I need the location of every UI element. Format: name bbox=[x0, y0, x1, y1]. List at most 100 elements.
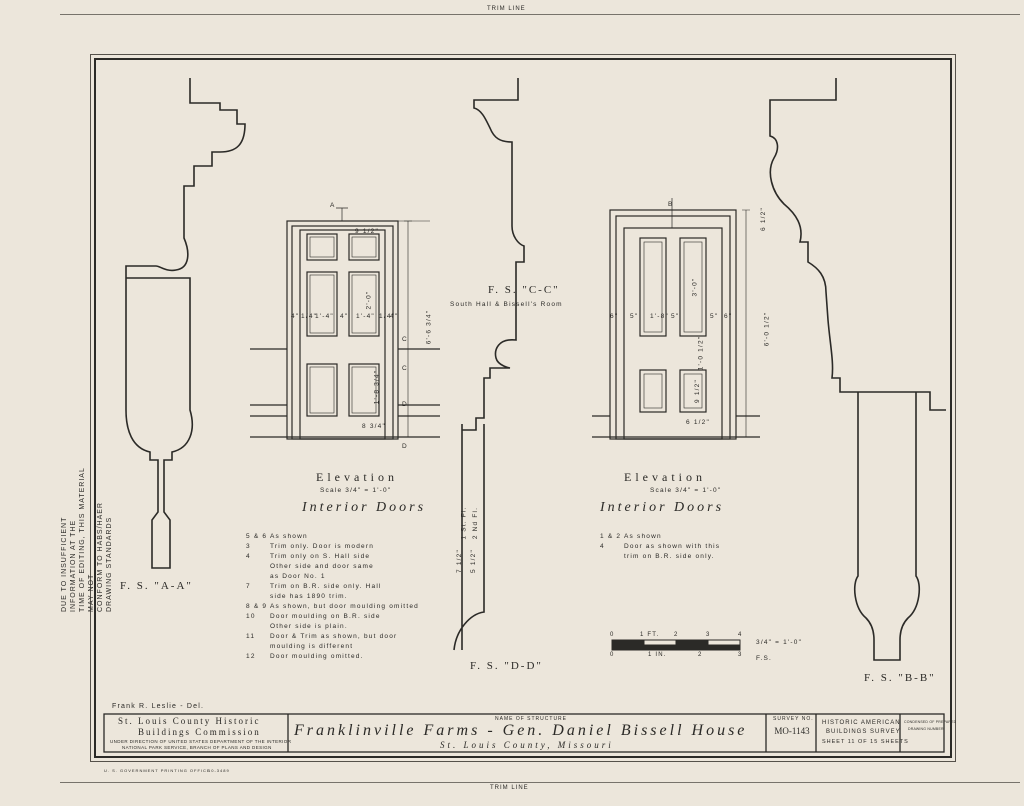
survey-no: MO-1143 bbox=[774, 726, 810, 736]
right-door bbox=[592, 198, 760, 440]
left-elevation-subtitle: Interior Doors bbox=[302, 500, 427, 515]
copy-line-1: CONDENSED OF PREPARED bbox=[904, 720, 957, 724]
scale-label-bottom: F.S. bbox=[756, 655, 772, 662]
right-dim-b: B bbox=[668, 201, 674, 208]
profile-bb bbox=[769, 78, 946, 661]
marker-a: A bbox=[330, 202, 336, 209]
dd-dim-4: 2 Nd Fl. bbox=[472, 506, 480, 540]
section-label-dd: F. S. "D-D" bbox=[470, 660, 543, 672]
left-dim-12: 8 3/4" bbox=[362, 423, 386, 430]
left-dim-2: 1/4" bbox=[301, 313, 318, 320]
left-elevation-title: Elevation bbox=[316, 470, 398, 484]
note-row: trim on B.R. side only. bbox=[624, 553, 715, 560]
left-door bbox=[250, 207, 440, 440]
left-dim-4: 4" bbox=[340, 313, 349, 320]
structure-name: Franklinville Farms - Gen. Daniel Bissel… bbox=[294, 722, 748, 739]
profile-dd bbox=[453, 424, 485, 651]
right-dim-2: 6" bbox=[610, 313, 619, 320]
left-dim-3: 1'-4" bbox=[315, 313, 334, 320]
section-label-bb: F. S. "B-B" bbox=[864, 672, 936, 684]
right-dim-6: 5" bbox=[710, 313, 719, 320]
scale-tick-b1: 1 IN. bbox=[648, 652, 667, 658]
note-row: side has 1890 trim. bbox=[270, 593, 348, 600]
scale-tick-b2: 2 bbox=[698, 652, 703, 658]
right-dim-11: 9 1/2" bbox=[693, 379, 701, 403]
trim-rule-top bbox=[60, 14, 1020, 15]
survey-no-label: SURVEY NO. bbox=[773, 716, 814, 722]
note-row: Other side and door same bbox=[270, 563, 374, 570]
note-row: Other side is plain. bbox=[270, 623, 348, 630]
right-dim-9: 3'-0" bbox=[691, 277, 699, 297]
trim-line-bottom: TRIM LINE bbox=[490, 785, 529, 791]
right-dim-8: 6 1/2" bbox=[759, 207, 767, 231]
scale-tick-1: 1 FT. bbox=[640, 632, 660, 638]
trim-rule-bottom bbox=[60, 782, 1020, 783]
note-row: as Door No. 1 bbox=[270, 573, 326, 580]
right-dim-4: 1'-8" bbox=[650, 313, 669, 320]
sheet-number: SHEET 11 OF 15 SHEETS bbox=[822, 739, 909, 745]
marker-c1: C bbox=[402, 336, 408, 343]
scale-bar bbox=[611, 639, 741, 651]
right-dim-13: 6 1/2" bbox=[686, 419, 710, 426]
trim-line-top: TRIM LINE bbox=[487, 6, 526, 12]
left-dim-11: 1'-8 3/4" bbox=[373, 369, 381, 405]
dd-dim-2: 1 St. Fl. bbox=[460, 506, 468, 540]
left-dim-10: 2'-0" bbox=[365, 290, 373, 310]
marker-d2: D bbox=[402, 443, 408, 450]
scale-label-top: 3/4" = 1'-0" bbox=[756, 639, 803, 646]
section-label-aa: F. S. "A-A" bbox=[120, 580, 193, 592]
copy-line-2: DRAWING NUMBER bbox=[908, 727, 944, 731]
profile-cc bbox=[462, 78, 525, 431]
right-elevation-title: Elevation bbox=[624, 470, 706, 484]
section-cc-sublabel: South Hall & Bissell's Room bbox=[450, 301, 563, 308]
imprint: U. S. GOVERNMENT PRINTING OFFICE bbox=[104, 768, 211, 773]
scale-tick-0: 0 bbox=[610, 632, 615, 638]
marker-d1: D bbox=[402, 401, 408, 408]
drawing-border bbox=[94, 58, 952, 758]
outer-border bbox=[90, 54, 956, 762]
scale-tick-b0: 0 bbox=[610, 652, 615, 658]
name-of-structure-label: NAME OF STRUCTURE bbox=[495, 716, 567, 722]
delineator: Frank R. Leslie - Del. bbox=[112, 703, 205, 710]
under-direction-1: UNDER DIRECTION OF UNITED STATES DEPARTM… bbox=[110, 739, 292, 744]
right-elevation-scale: Scale 3/4" = 1'-0" bbox=[650, 487, 722, 494]
scale-tick-b3: 3 bbox=[738, 652, 743, 658]
under-direction-2: NATIONAL PARK SERVICE, BRANCH OF PLANS A… bbox=[122, 745, 272, 750]
right-dim-7: 6" bbox=[724, 313, 733, 320]
section-label-cc: F. S. "C-C" bbox=[488, 284, 560, 296]
commission-line-2: Buildings Commission bbox=[138, 727, 261, 737]
dd-dim-1: 7 1/2" bbox=[455, 549, 463, 573]
habs-line-1: HISTORIC AMERICAN bbox=[822, 720, 901, 726]
left-dim-9: 9 1/2" bbox=[355, 228, 379, 235]
dd-dim-3: 5 1/2" bbox=[469, 549, 477, 573]
left-dim-5: 1'-4" bbox=[356, 313, 375, 320]
right-dim-5: 5" bbox=[671, 313, 680, 320]
imprint-number: 10-3489 bbox=[208, 768, 230, 773]
left-dim-7: 4" bbox=[390, 313, 399, 320]
scale-tick-4: 4 bbox=[738, 632, 743, 638]
left-dim-6: 1/4" bbox=[379, 313, 396, 320]
scale-tick-3: 3 bbox=[706, 632, 711, 638]
left-dim-height: 6'-6 3/4" bbox=[425, 309, 433, 345]
scale-tick-2: 2 bbox=[674, 632, 679, 638]
left-dim-1: 4" bbox=[291, 313, 300, 320]
structure-location: St. Louis County, Missouri bbox=[440, 740, 614, 750]
right-dim-10: 1'-0 1/2" bbox=[697, 335, 705, 371]
right-dim-height: 6'-0 1/2" bbox=[763, 311, 771, 347]
right-dim-3: 5" bbox=[630, 313, 639, 320]
marker-c2: C bbox=[402, 365, 408, 372]
note-row: moulding is different bbox=[270, 643, 354, 650]
right-elevation-subtitle: Interior Doors bbox=[600, 500, 725, 515]
